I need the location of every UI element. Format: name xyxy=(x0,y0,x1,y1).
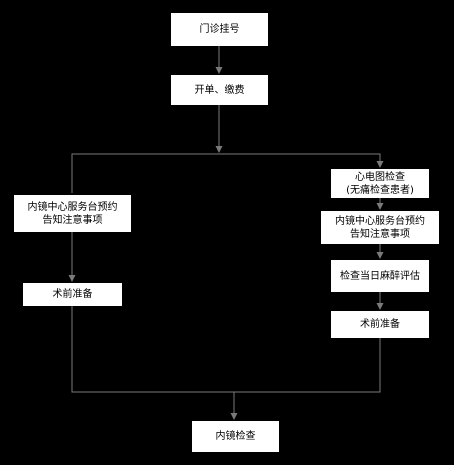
node-right-preop: 术前准备 xyxy=(331,311,429,338)
node-anesthesia-eval-label: 检查当日麻醉评估 xyxy=(340,270,420,282)
node-left-preop: 术前准备 xyxy=(23,283,122,306)
node-right-appointment: 内镜中心服务台预约 告知注意事项 xyxy=(321,211,439,244)
node-right-preop-label: 术前准备 xyxy=(360,319,400,330)
node-registration-label: 门诊挂号 xyxy=(199,24,240,35)
node-endoscopy-label: 内镜检查 xyxy=(215,431,256,442)
node-left-appointment-line2: 告知注意事项 xyxy=(42,214,103,226)
node-left-preop-label: 术前准备 xyxy=(52,289,93,300)
node-billing: 开单、缴费 xyxy=(171,75,268,105)
node-registration: 门诊挂号 xyxy=(171,13,268,46)
node-anesthesia-eval: 检查当日麻醉评估 xyxy=(331,260,429,292)
edge-merge xyxy=(71,306,381,393)
node-billing-label: 开单、缴费 xyxy=(194,84,245,96)
node-left-appointment-line1: 内镜中心服务台预约 xyxy=(27,201,118,213)
node-endoscopy: 内镜检查 xyxy=(192,421,279,452)
edge-split xyxy=(71,153,384,193)
node-ecg-line1: 心电图检查 xyxy=(355,171,405,183)
node-ecg-line2: (无痛检查患者) xyxy=(346,184,414,196)
node-left-appointment: 内镜中心服务台预约 告知注意事项 xyxy=(14,195,131,232)
node-right-appointment-line2: 告知注意事项 xyxy=(350,228,410,240)
node-right-appointment-line1: 内镜中心服务台预约 xyxy=(335,215,425,227)
node-ecg: 心电图检查 (无痛检查患者) xyxy=(331,169,429,198)
